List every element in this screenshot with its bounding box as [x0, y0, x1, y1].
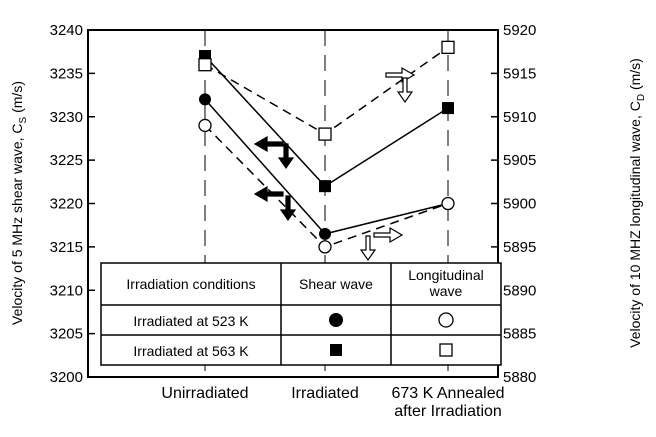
right-tick-label-5895: 5895: [503, 239, 536, 256]
series-lines: [204, 46, 449, 248]
left-tick-label-3225: 3225: [50, 152, 83, 169]
marker-filled-square-1: [319, 180, 331, 193]
left-arrow-icon: [253, 135, 284, 153]
marker-filled-square-2: [442, 102, 454, 115]
category-label-irradiated: Irradiated: [291, 385, 359, 402]
right-tick-label-5910: 5910: [503, 109, 536, 126]
legend-table: Irradiation conditions Shear wave Longit…: [100, 262, 502, 366]
series-line-open-square: [204, 46, 449, 135]
left-tick-label-3235: 3235: [50, 65, 83, 82]
legend-open-circle-icon: [438, 312, 454, 328]
right-tick-label-5885: 5885: [503, 326, 536, 343]
down-arrow-icon: [277, 143, 295, 170]
down-arrow-icon: [359, 235, 377, 262]
right-tick-label-5915: 5915: [503, 65, 536, 82]
marker-open-circle-1: [318, 240, 332, 254]
series-line-filled-circle: [204, 98, 449, 235]
left-arrow-icon: [253, 185, 284, 203]
right-arrow-icon: [373, 226, 404, 244]
legend-filled-circle-icon: [329, 313, 343, 327]
left-tick-label-3215: 3215: [50, 239, 83, 256]
marker-filled-circle-1: [319, 227, 331, 240]
marker-open-circle-0: [198, 118, 212, 133]
right-tick-label-5890: 5890: [503, 282, 536, 299]
marker-open-square-2: [441, 40, 455, 54]
series-markers: [198, 40, 455, 254]
marker-open-square-1: [318, 127, 332, 141]
left-axis-title: Velocity of 5 MHz shear wave, CS (m/s): [9, 81, 29, 325]
right-tick-label-5905: 5905: [503, 152, 536, 169]
marker-filled-circle-0: [199, 93, 211, 106]
left-tick-label-3205: 3205: [50, 326, 83, 343]
left-tick-label-3230: 3230: [50, 109, 83, 126]
right-axis-title: Velocity of 10 MHZ longitudinal wave, CD…: [627, 58, 647, 348]
down-arrow-icon: [396, 77, 414, 104]
left-axis: 3200 3205 3210 3215 3220 3225 3230 3235 3240: [50, 22, 95, 386]
right-tick-label-5880: 5880: [503, 369, 536, 386]
category-label-unirradiated: Unirradiated: [161, 385, 248, 402]
right-arrow-icon: [385, 66, 416, 84]
down-arrow-icon: [279, 195, 297, 222]
left-tick-label-3240: 3240: [50, 22, 83, 39]
legend-open-square-icon: [439, 343, 453, 357]
legend-row-563-label: Irradiated at 563 K: [133, 343, 249, 359]
legend-background: [100, 262, 502, 366]
left-tick-label-3220: 3220: [50, 196, 83, 213]
legend-filled-square-icon: [330, 344, 342, 356]
marker-open-square-0: [198, 58, 212, 72]
left-tick-label-3210: 3210: [50, 282, 83, 299]
legend-row-523-label: Irradiated at 523 K: [133, 313, 249, 329]
legend-header-conditions: Irradiation conditions: [126, 276, 255, 292]
marker-open-circle-2: [441, 196, 455, 211]
right-tick-label-5920: 5920: [503, 22, 536, 39]
legend-header-shear: Shear wave: [299, 276, 373, 292]
direction-arrows: [253, 66, 416, 262]
right-axis: 5880 5885 5890 5895 5900 5905 5910 5915 5920: [491, 22, 536, 386]
left-tick-label-3200: 3200: [50, 369, 83, 386]
right-tick-label-5900: 5900: [503, 196, 536, 213]
